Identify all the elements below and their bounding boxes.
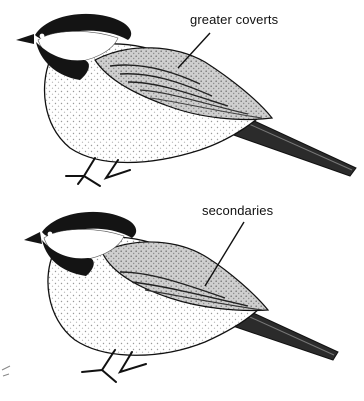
- label-secondaries: secondaries: [202, 203, 273, 218]
- chickadee-top: [16, 14, 356, 186]
- chickadee-bottom: [24, 212, 338, 382]
- label-greater-coverts: greater coverts: [190, 12, 278, 27]
- corner-mark: [2, 366, 10, 376]
